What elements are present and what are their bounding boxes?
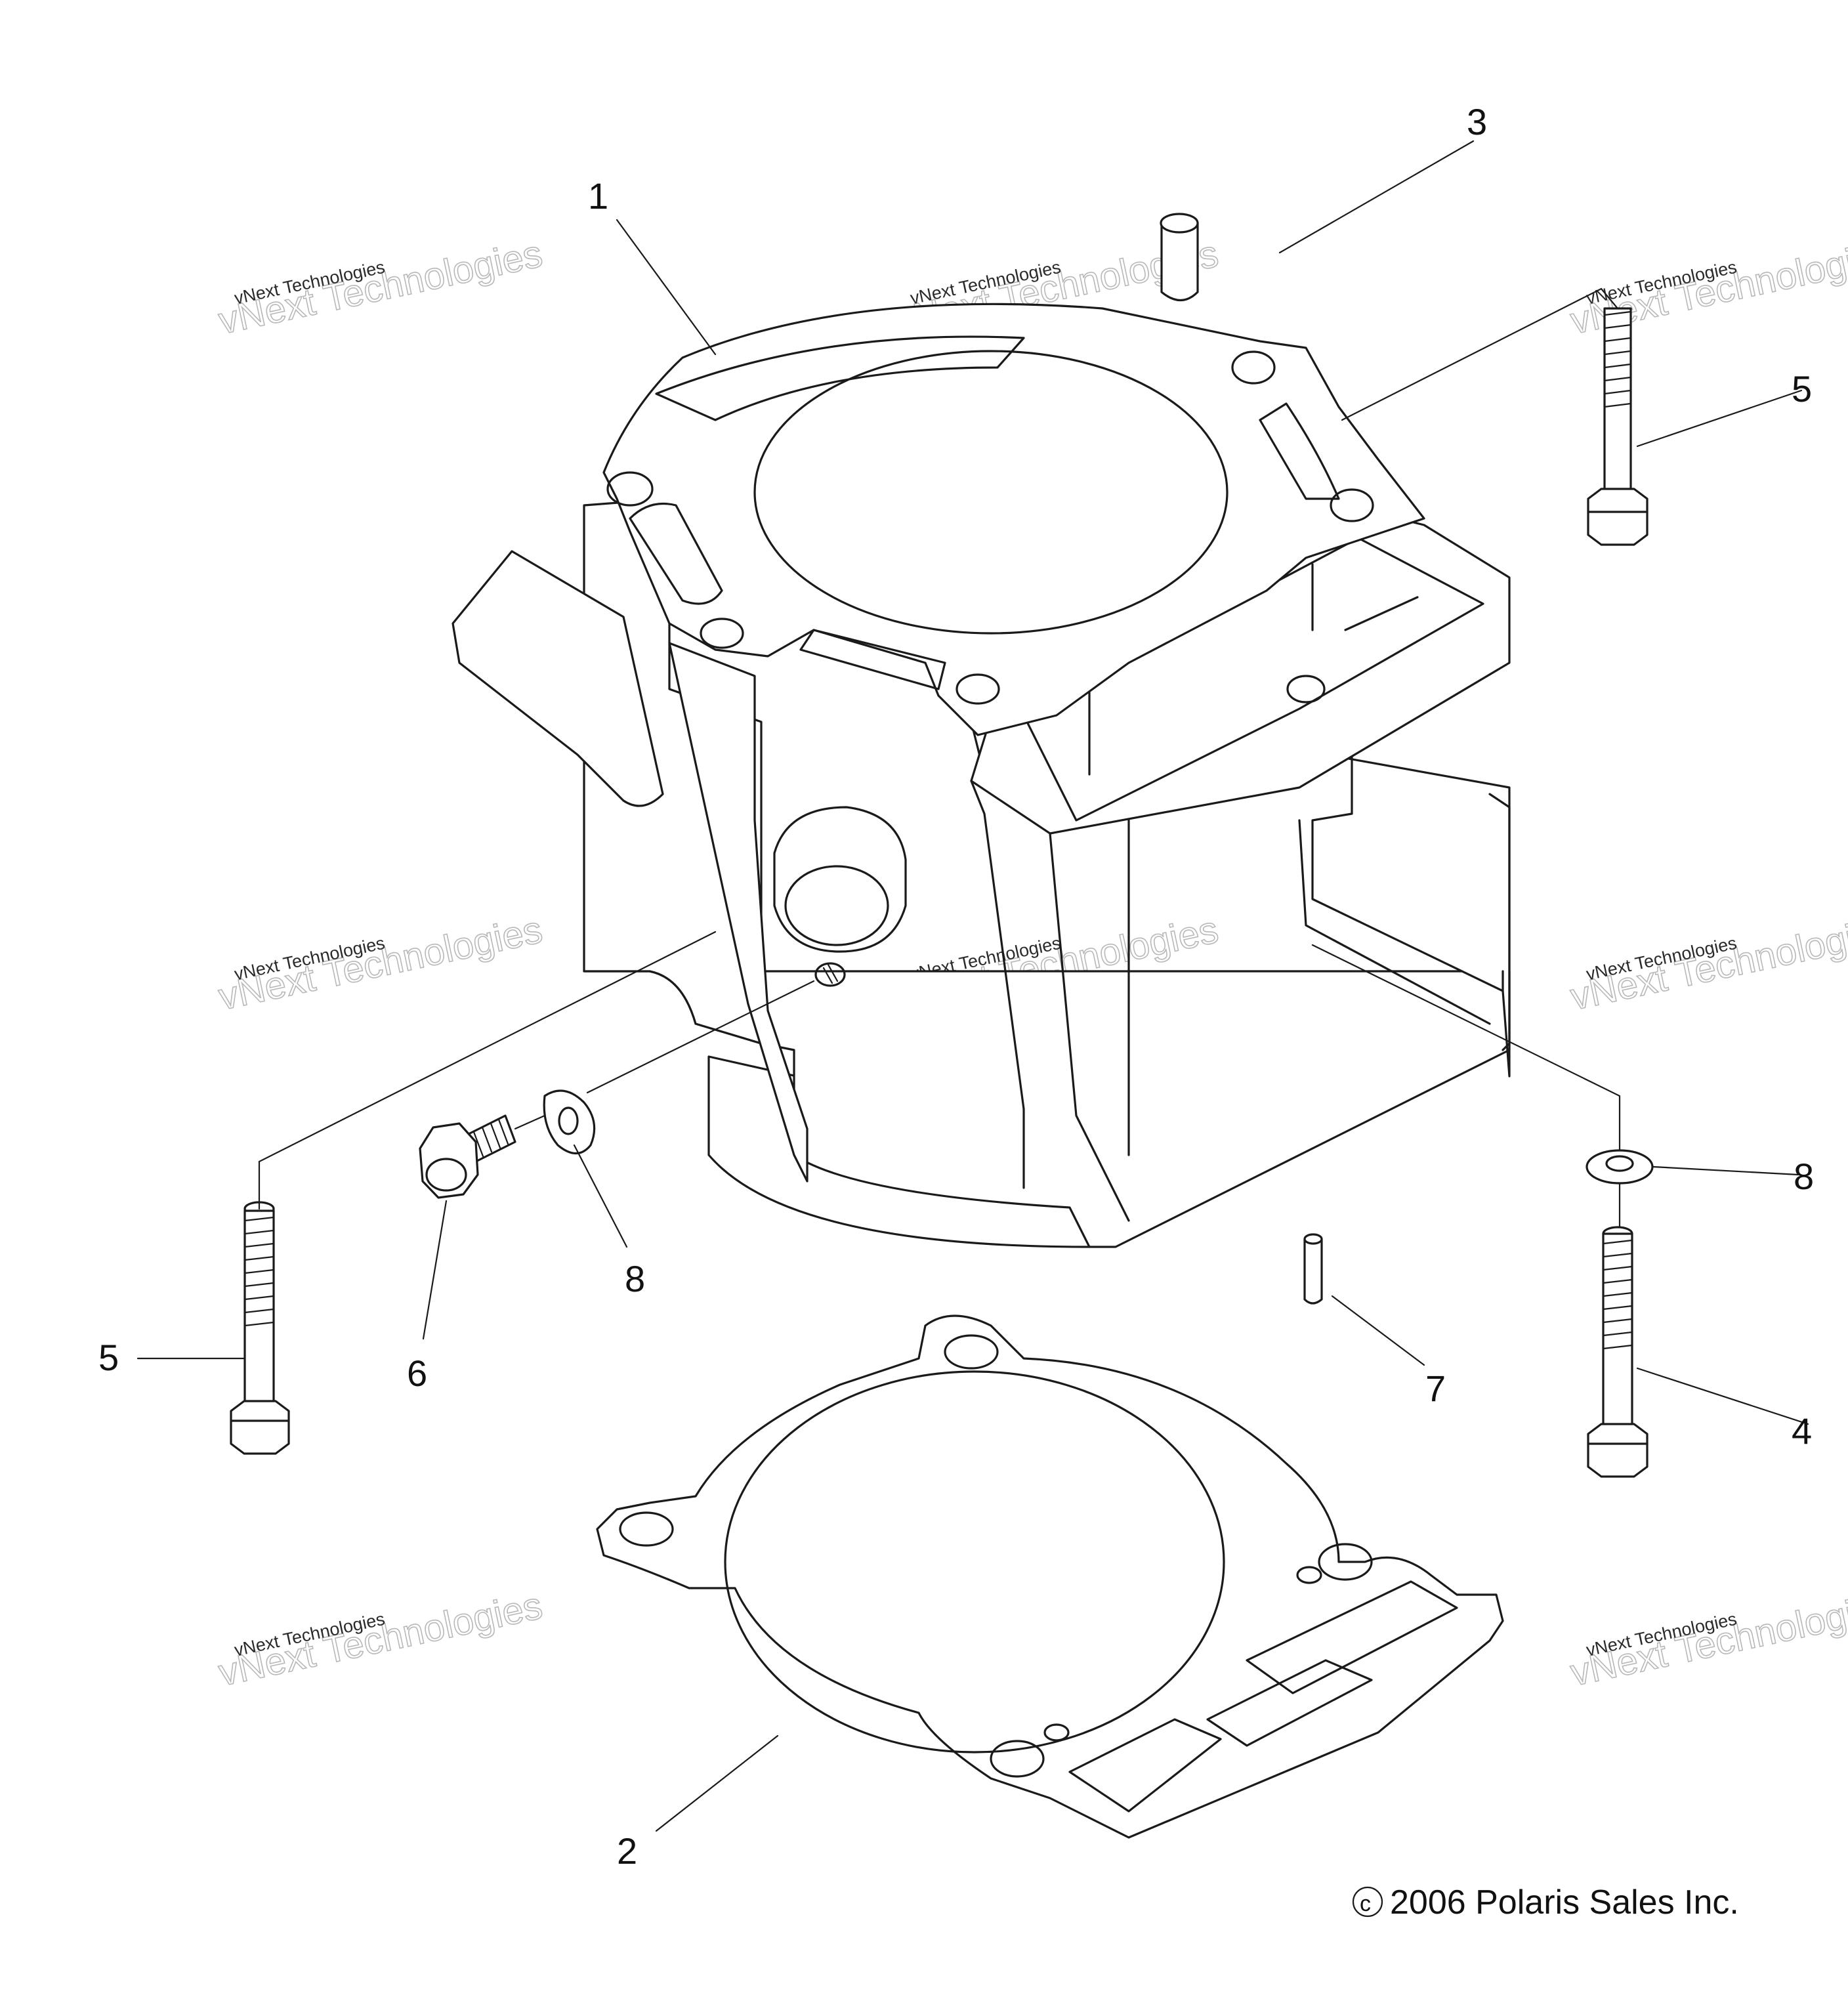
bolt-thread bbox=[243, 1216, 275, 1327]
bolt-head bbox=[1587, 1423, 1648, 1478]
leader-line-3 bbox=[1278, 140, 1475, 254]
leader-line-1 bbox=[616, 219, 717, 356]
gasket-dowel-hole bbox=[1296, 1566, 1322, 1584]
cylinder-right-box-inner-wall bbox=[1088, 563, 1419, 776]
cylinder-fitting bbox=[773, 806, 907, 953]
gasket-stud-hole bbox=[1318, 1543, 1373, 1581]
leader-line-8-center-upper bbox=[586, 980, 815, 1094]
cylinder-port-slot-right bbox=[1259, 402, 1340, 500]
bolt-thread bbox=[1603, 310, 1632, 408]
gasket-window bbox=[1068, 1718, 1222, 1813]
base-gasket-part bbox=[596, 1314, 1504, 1839]
gasket-stud-hole bbox=[944, 1334, 999, 1370]
washer-hole bbox=[1605, 1155, 1634, 1172]
stud-hole bbox=[700, 618, 744, 649]
callout-8-center: 8 bbox=[625, 1258, 645, 1299]
callout-4: 4 bbox=[1792, 1410, 1812, 1452]
leader-lines bbox=[136, 140, 1809, 1832]
washer-hole bbox=[558, 1106, 579, 1135]
copyright-symbol: c bbox=[1360, 1891, 1371, 1916]
washer-part-right bbox=[1586, 1149, 1654, 1185]
callout-6: 6 bbox=[407, 1353, 427, 1394]
bolt-shank bbox=[243, 1209, 275, 1406]
cylinder-right-box-opening bbox=[1022, 537, 1484, 822]
stud-hole bbox=[956, 673, 1000, 705]
copyright-circle bbox=[1352, 1886, 1383, 1918]
leader-line-2 bbox=[655, 1734, 779, 1832]
cylinder-threaded-hole-thread bbox=[822, 963, 839, 984]
small-bolt-head bbox=[419, 1122, 479, 1199]
callout-5-lower: 5 bbox=[98, 1337, 119, 1378]
stud-hole bbox=[1330, 488, 1374, 522]
bolt-part-4 bbox=[1587, 1226, 1648, 1478]
cylinder-intake-boss bbox=[452, 550, 664, 807]
small-bolt-thread bbox=[472, 1118, 509, 1158]
leader-line-8-right bbox=[1652, 1166, 1799, 1176]
watermark: vNext Technologies vNext Technologies bbox=[215, 908, 547, 1019]
callout-8-right: 8 bbox=[1794, 1156, 1814, 1197]
dowel-pin-top bbox=[1303, 1233, 1323, 1245]
cylinder-port-slot-front bbox=[799, 629, 946, 690]
leader-line-5-lower-stud bbox=[258, 931, 717, 1210]
washer-part-center bbox=[543, 1089, 596, 1154]
cylinder-top-deck bbox=[602, 303, 1425, 736]
bolt-part-upper-right bbox=[1587, 307, 1648, 546]
leader-line-8-right-stud bbox=[1311, 944, 1621, 1151]
base-gasket-bore bbox=[724, 1370, 1225, 1754]
leader-line-7 bbox=[1331, 1295, 1425, 1366]
callout-2: 2 bbox=[617, 1830, 637, 1872]
bolt-part-lower-left bbox=[230, 1201, 290, 1455]
callout-3: 3 bbox=[1467, 101, 1487, 142]
small-bolt-part bbox=[419, 1114, 516, 1199]
bolt-head bbox=[230, 1400, 290, 1455]
dowel-pin-part bbox=[1303, 1233, 1323, 1305]
dowel-sleeve-part bbox=[1160, 213, 1199, 301]
bolt-thread bbox=[1602, 1239, 1633, 1350]
stud-hole bbox=[1231, 350, 1276, 385]
callout-7: 7 bbox=[1425, 1368, 1446, 1409]
stud-hole bbox=[606, 471, 654, 507]
watermark: vNext Technologies vNext Technologies bbox=[215, 1584, 547, 1695]
dowel-sleeve-top bbox=[1160, 213, 1199, 234]
bolt-shank bbox=[1602, 1232, 1633, 1429]
watermark: vNext Technologies vNext Technologies bbox=[215, 232, 547, 343]
cylinder-port-slot-left bbox=[629, 502, 723, 605]
callout-1: 1 bbox=[588, 175, 608, 217]
leader-line-5-upper bbox=[1636, 389, 1803, 448]
cylinder-right-shell bbox=[1488, 793, 1511, 1051]
cylinder-part bbox=[452, 303, 1511, 1248]
leader-line-6 bbox=[422, 1200, 448, 1340]
copyright: c 2006 Polaris Sales Inc. bbox=[1352, 1883, 1739, 1922]
cylinder-front-column bbox=[668, 642, 808, 1183]
dowel-pin-body bbox=[1303, 1238, 1323, 1305]
callout-5-upper: 5 bbox=[1792, 368, 1812, 410]
washer-body bbox=[543, 1089, 596, 1154]
callout-labels: 1 2 3 4 5 5 6 7 8 8 bbox=[98, 101, 1814, 1872]
gasket-dowel-hole bbox=[1043, 1723, 1070, 1742]
gasket-stud-hole bbox=[619, 1511, 674, 1547]
leader-line-8-center bbox=[573, 1144, 628, 1248]
leader-line-6-washer bbox=[514, 1114, 546, 1130]
base-gasket-outline bbox=[596, 1314, 1504, 1839]
dowel-sleeve-body bbox=[1160, 222, 1199, 301]
watermark: vNext Technologies vNext Technologies bbox=[1566, 1584, 1848, 1695]
gasket-stud-hole bbox=[990, 1740, 1045, 1778]
cylinder-threaded-hole bbox=[814, 962, 846, 987]
cylinder-port-slot-top bbox=[655, 335, 1025, 421]
cylinder-fin-lines bbox=[970, 780, 1491, 1222]
bolt-head bbox=[1587, 488, 1648, 546]
bolt-shank bbox=[1603, 307, 1632, 494]
gasket-window bbox=[1246, 1580, 1458, 1694]
leader-line-4 bbox=[1636, 1367, 1809, 1425]
cylinder-bore bbox=[753, 350, 1228, 635]
stud-hole bbox=[1286, 675, 1326, 704]
small-bolt-head-face bbox=[425, 1158, 467, 1192]
leader-line-5-upper-stud bbox=[1341, 287, 1619, 421]
copyright-text: 2006 Polaris Sales Inc. bbox=[1390, 1883, 1739, 1922]
cylinder-fitting-bore bbox=[784, 865, 889, 946]
watermark: vNext Technologies vNext Technologies bbox=[1566, 908, 1848, 1019]
gasket-window bbox=[1206, 1659, 1373, 1747]
